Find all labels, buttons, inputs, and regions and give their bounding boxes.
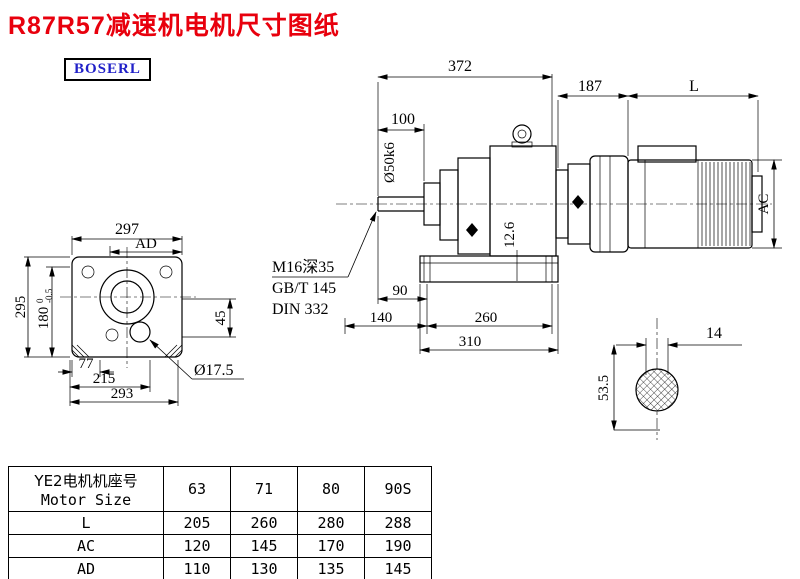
cell: 135 bbox=[297, 557, 365, 579]
dim-ad-label: AD bbox=[135, 236, 157, 252]
dim-L-label: L bbox=[689, 78, 699, 95]
brand-logo: BOSERL bbox=[64, 58, 151, 81]
gbt-note: GB/T 145 bbox=[272, 280, 336, 297]
dim-180-label: 180 bbox=[36, 307, 52, 330]
size-col-71: 71 bbox=[230, 466, 298, 512]
plug-symbol bbox=[466, 223, 478, 237]
dim-215-label: 215 bbox=[93, 371, 116, 387]
shaft-dia-label: Ø50k6 bbox=[382, 142, 398, 183]
dim-260-label: 260 bbox=[475, 310, 498, 326]
dim-14-label: 14 bbox=[706, 325, 722, 342]
dim-187-label: 187 bbox=[578, 78, 602, 95]
din-note: DIN 332 bbox=[272, 301, 328, 318]
table-header-row: YE2电机机座号 Motor Size 63 71 80 90S bbox=[8, 466, 432, 512]
cell: 145 bbox=[230, 534, 298, 558]
dim-293-label: 293 bbox=[111, 386, 134, 402]
dim-310-label: 310 bbox=[459, 334, 482, 350]
table-row: AC 120 145 170 190 bbox=[8, 534, 432, 558]
hole-dia-label: Ø17.5 bbox=[194, 362, 234, 379]
dim-77-label: 77 bbox=[79, 356, 95, 372]
dimension-table: YE2电机机座号 Motor Size 63 71 80 90S L 205 2… bbox=[8, 466, 432, 579]
dim-45-label: 45 bbox=[213, 311, 229, 326]
thread-note: M16深35 bbox=[272, 258, 334, 276]
table-row: AD 110 130 135 145 bbox=[8, 557, 432, 579]
motor-size-header-en: Motor Size bbox=[40, 490, 132, 509]
dim-180-tol-upper: 0 bbox=[35, 298, 45, 303]
shaft-end-view: 14 53.5 bbox=[596, 318, 742, 440]
cell: 280 bbox=[297, 511, 365, 535]
cell: 260 bbox=[230, 511, 298, 535]
motor-size-header-cn: YE2电机机座号 bbox=[34, 471, 138, 490]
dim-535-label: 53.5 bbox=[596, 375, 612, 401]
side-view: 372 100 Ø50k6 M16深35 GB/T 145 DIN 332 90 bbox=[272, 58, 772, 354]
dim-372-label: 372 bbox=[448, 58, 472, 75]
dim-AC-label: AC bbox=[756, 194, 772, 215]
dim-100-label: 100 bbox=[391, 111, 415, 128]
motor-view-dims: 187 L AC bbox=[557, 78, 782, 249]
table-row: L 205 260 280 288 bbox=[8, 511, 432, 535]
size-col-90s: 90S bbox=[364, 466, 432, 512]
dim-180-tol-lower: -0.5 bbox=[44, 288, 54, 303]
cell: 205 bbox=[163, 511, 231, 535]
row-label-L: L bbox=[8, 511, 164, 535]
row-label-AD: AD bbox=[8, 557, 164, 579]
cell: 120 bbox=[163, 534, 231, 558]
dim-90-label: 90 bbox=[393, 283, 408, 299]
size-col-63: 63 bbox=[163, 466, 231, 512]
cell: 190 bbox=[364, 534, 432, 558]
dim-297-label: 297 bbox=[115, 221, 139, 238]
corner-hatch-right bbox=[164, 344, 183, 358]
corner-hatch-left bbox=[71, 344, 90, 358]
plug-symbol bbox=[572, 195, 584, 209]
front-view: 297 AD 295 180 0 -0.5 45 bbox=[13, 221, 244, 406]
cell: 130 bbox=[230, 557, 298, 579]
dim-140-label: 140 bbox=[370, 310, 393, 326]
cell: 145 bbox=[364, 557, 432, 579]
cell: 110 bbox=[163, 557, 231, 579]
motor-size-header: YE2电机机座号 Motor Size bbox=[8, 466, 164, 512]
motor-fins bbox=[701, 162, 751, 246]
row-label-AC: AC bbox=[8, 534, 164, 558]
technical-drawing: 297 AD 295 180 0 -0.5 45 bbox=[13, 58, 782, 440]
page-title: R87R57减速机电机尺寸图纸 bbox=[8, 12, 340, 40]
cell: 288 bbox=[364, 511, 432, 535]
foot-thickness-label: 12.6 bbox=[502, 221, 518, 248]
dim-295-label: 295 bbox=[13, 296, 29, 319]
cell: 170 bbox=[297, 534, 365, 558]
size-col-80: 80 bbox=[297, 466, 365, 512]
